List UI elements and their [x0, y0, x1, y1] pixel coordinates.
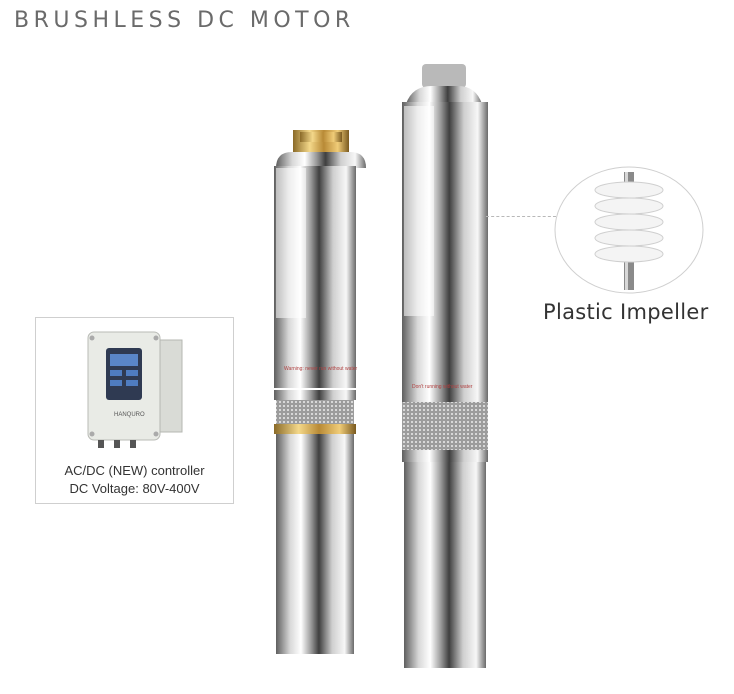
- pump-left: Warning: never run without water: [274, 130, 366, 654]
- page-title: BRUSHLESS DC MOTOR: [14, 8, 355, 33]
- pump-right-warning-label: Don't running without water: [412, 384, 473, 390]
- controller-image: HANQURO: [87, 331, 183, 448]
- controller-callout: HANQURO AC/DC (NEW) controller DC Voltag…: [35, 317, 234, 504]
- impeller-label: Plastic Impeller: [543, 300, 709, 324]
- controller-caption-line2: DC Voltage: 80V-400V: [69, 481, 200, 496]
- pumps-image: Warning: never run without water Don't r…: [274, 64, 488, 668]
- controller-caption-line1: AC/DC (NEW) controller: [64, 463, 205, 478]
- impeller-connector-line: [486, 216, 556, 217]
- controller-brand-logo: HANQURO: [114, 412, 145, 418]
- impeller-image: [554, 166, 704, 294]
- pump-left-warning-label: Warning: never run without water: [284, 366, 358, 372]
- pump-right: Don't running without water: [402, 64, 488, 668]
